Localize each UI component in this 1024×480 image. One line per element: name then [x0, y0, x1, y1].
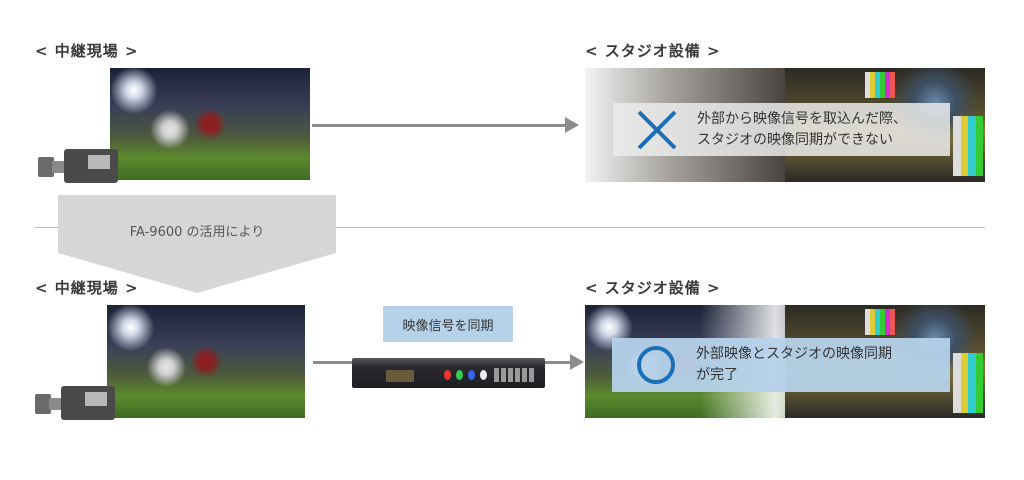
circle-icon	[637, 346, 675, 384]
studio-title-top: < スタジオ設備 >	[585, 42, 721, 60]
message-line-1: 外部映像とスタジオの映像同期	[696, 346, 892, 362]
message-line-2: スタジオの映像同期ができない	[697, 131, 893, 148]
fa-9600-device	[352, 358, 545, 388]
arrow-head-icon	[565, 117, 579, 133]
transition-label: FA-9600 の活用により	[129, 225, 265, 240]
stadium-image-bottom	[107, 305, 305, 418]
signal-arrow-top	[312, 124, 566, 127]
stadium-image-top	[110, 68, 310, 180]
site-title-bottom: < 中継現場 >	[35, 279, 139, 297]
site-title-top: < 中継現場 >	[35, 42, 139, 60]
camera-icon	[38, 147, 118, 185]
message-box-top: 外部から映像信号を取込んだ際、スタジオの映像同期ができない	[613, 103, 950, 156]
divider	[35, 227, 985, 228]
sync-label: 映像信号を同期	[383, 306, 513, 342]
message-box-bottom: 外部映像とスタジオの映像同期が完了	[612, 338, 950, 392]
message-line-2: が完了	[696, 367, 738, 383]
studio-title-bottom: < スタジオ設備 >	[585, 279, 721, 297]
camera-icon	[35, 384, 115, 422]
down-arrow-shape	[58, 195, 336, 293]
message-line-1: 外部から映像信号を取込んだ際、	[697, 110, 907, 127]
cross-icon	[637, 110, 677, 149]
arrow-head-icon	[570, 354, 584, 370]
